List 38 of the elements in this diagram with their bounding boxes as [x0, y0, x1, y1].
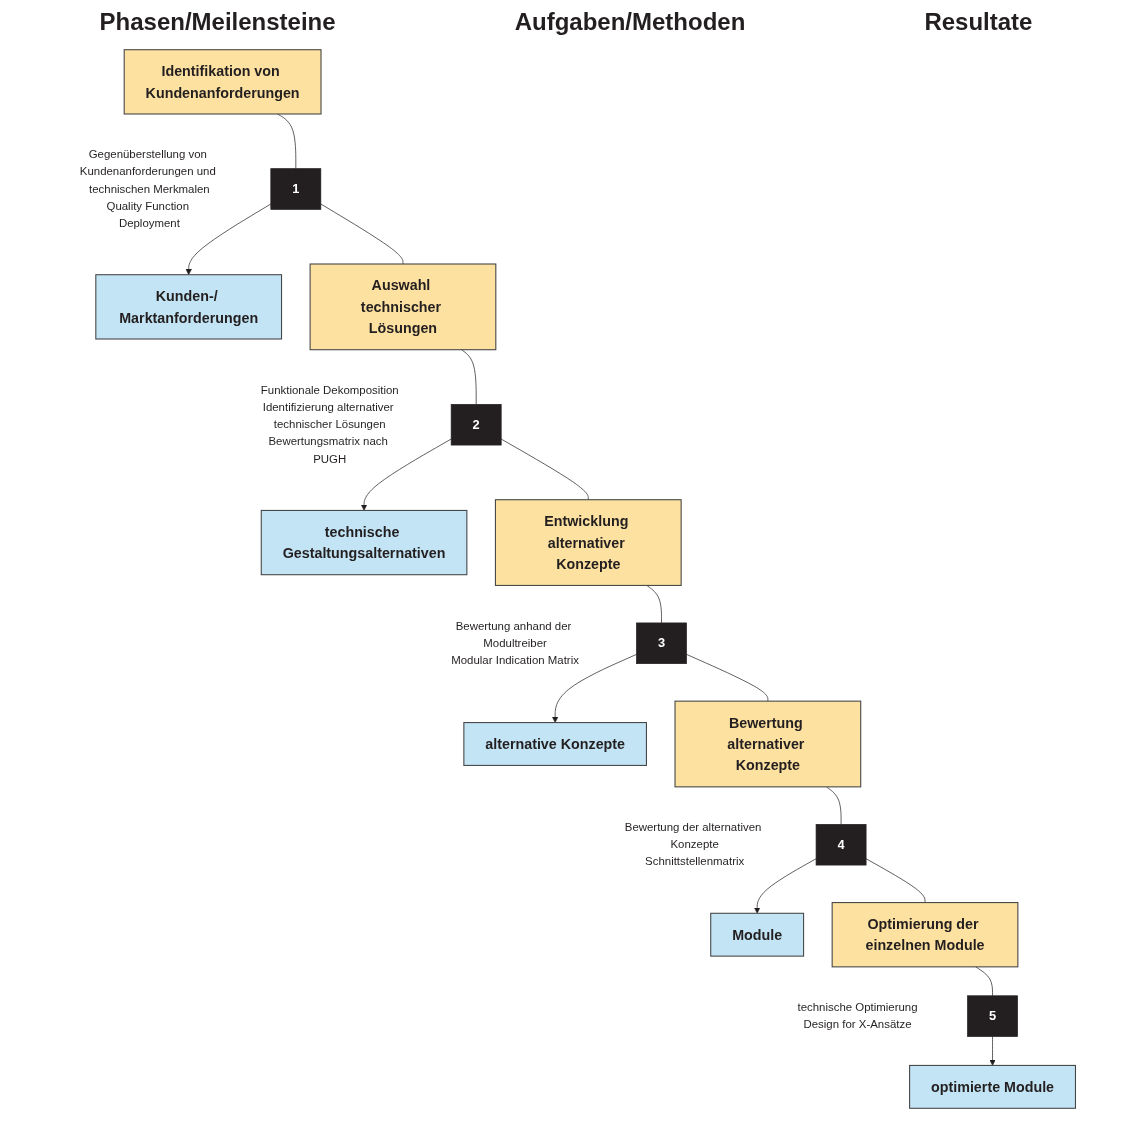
connector	[826, 786, 842, 825]
node-label: Bewertung der alternativen Konzepte	[624, 821, 762, 851]
node-label: Bewertungsmatrix nach PUGH	[268, 435, 388, 465]
node-box: 4	[815, 824, 867, 866]
node-label: Modular Indication Matrix	[451, 654, 579, 667]
node-box: Entwicklung alternativer Konzepte	[494, 499, 682, 586]
column-heading: Aufgaben/Methoden	[514, 8, 746, 36]
column-heading: Phasen/Meilensteine	[99, 8, 336, 36]
node-box: Identifikation von Kundenanforderungen	[123, 49, 322, 115]
node-label: Identifizierung alternativer technischer Lösungen	[262, 401, 394, 431]
node-box: 2	[450, 404, 502, 446]
node-label: Bewertung anhand der Modultreiber	[455, 619, 572, 649]
node-label: Gegenüberstellung von Kundenanforderungen und technischen Merkmalen	[79, 148, 216, 195]
node-box: Bewertung alternativer Konzepte	[674, 700, 862, 788]
connector	[646, 585, 662, 624]
node-box: Kunden-/ Marktanforderungen	[95, 274, 283, 340]
node-label: Quality Function Deployment	[106, 199, 190, 229]
node-box: Optimierung der einzelnen Module	[831, 902, 1019, 968]
node-box: alternative Konzepte	[463, 722, 647, 766]
node-box: Auswahl technischer Lösungen	[309, 263, 497, 351]
connector	[461, 349, 477, 405]
node-label: Funktionale Dekomposition	[260, 384, 399, 397]
node-label: Schnittstellenmatrix	[645, 855, 745, 868]
connector	[320, 203, 404, 265]
node-box: 3	[636, 622, 687, 664]
node-box: optimierte Module	[909, 1064, 1076, 1109]
connector	[865, 858, 926, 903]
connector	[975, 966, 993, 997]
connector	[277, 113, 297, 169]
node-label: Design for X-Ansätze	[803, 1018, 912, 1031]
connector	[686, 654, 769, 702]
node-box: 1	[270, 168, 322, 210]
connector	[500, 438, 589, 501]
node-box: technische Gestaltungsalternativen	[260, 509, 468, 576]
column-heading: Resultate	[924, 8, 1033, 36]
node-box: Module	[710, 912, 805, 957]
node-label: technische Optimierung	[797, 1001, 918, 1014]
node-box: 5	[967, 995, 1018, 1037]
